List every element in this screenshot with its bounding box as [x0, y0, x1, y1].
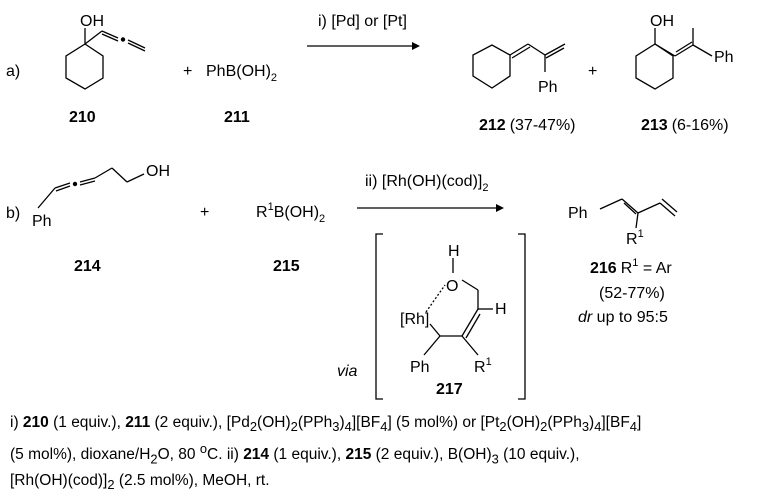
compound-215-formula: R1B(OH)2	[256, 201, 325, 225]
label-217-r: R1	[474, 356, 492, 376]
compound-213-structure	[635, 28, 713, 90]
reaction-conditions: i) 210 (1 equiv.), 211 (2 equiv.), [Pd2(…	[10, 412, 770, 496]
label-217-o: O	[446, 278, 458, 295]
reagent-b: ii) [Rh(OH)(cod)]2	[365, 173, 488, 194]
compound-214-structure	[37, 167, 145, 209]
compound-212-structure	[472, 43, 566, 89]
compound-211-formula: PhB(OH)2	[206, 63, 277, 84]
scheme-a-label: a)	[6, 63, 20, 80]
label-214-ph: Ph	[32, 213, 52, 230]
label-216-r: R1	[626, 228, 644, 248]
label-213-ph: Ph	[714, 49, 734, 66]
compound-216-yield: (52-77%)	[599, 285, 665, 302]
label-via: via	[337, 363, 358, 380]
plus-a2: +	[588, 63, 597, 80]
compound-213-caption: 213(6-16%)	[641, 117, 729, 134]
compound-210-structure	[65, 28, 146, 90]
label-217-rh: [Rh]	[400, 311, 429, 328]
intermediate-217-number: 217	[436, 381, 463, 398]
label-214-oh: OH	[146, 163, 170, 180]
reagent-a: i) [Pd] or [Pt]	[318, 13, 407, 30]
compound-215-number: 215	[273, 258, 300, 275]
compound-216-dr: dr up to 95:5	[578, 309, 668, 326]
compound-216-structure	[599, 198, 678, 229]
compound-210-number: 210	[69, 109, 96, 126]
label-217-h2: H	[495, 301, 507, 318]
compound-211-number: 211	[224, 109, 250, 126]
compound-212-caption: 212(37-47%)	[479, 117, 576, 134]
compound-214-number: 214	[74, 258, 101, 275]
label-212-ph: Ph	[538, 79, 558, 96]
label-216-ph: Ph	[568, 205, 588, 222]
conditions-line-1: i) 210 (1 equiv.), 211 (2 equiv.), [Pd2(…	[10, 414, 642, 435]
conditions-line-2: (5 mol%), dioxane/H2O, 80 oC. ii) 214 (1…	[10, 441, 580, 467]
conditions-line-3: [Rh(OH)(cod)]2 (2.5 mol%), MeOH, rt.	[10, 472, 270, 493]
label-217-h: H	[448, 243, 460, 260]
label-213-oh: OH	[650, 13, 674, 30]
label-210-oh: OH	[80, 13, 104, 30]
allene-dot-210	[120, 37, 126, 42]
intermediate-217-structure	[423, 258, 493, 356]
scheme-b-label: b)	[6, 205, 20, 222]
allene-dot-214	[72, 181, 78, 187]
plus-b: +	[200, 204, 209, 221]
label-217-ph: Ph	[410, 359, 430, 376]
plus-a: +	[183, 63, 192, 80]
